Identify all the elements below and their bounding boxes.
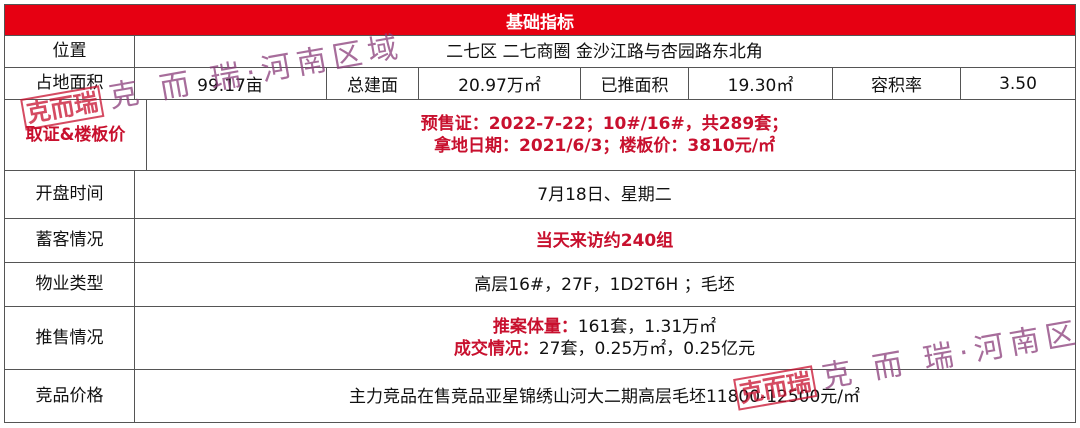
launched-area-label: 已推面积	[581, 68, 689, 99]
permit-line-1: 预售证：2022-7-22；10#/16#，共289套；	[420, 114, 789, 134]
land-area-value: 99.17亩	[134, 68, 327, 99]
competitor-value: 主力竞品在售竞品亚星锦绣山河大二期高层毛坯11800-12500元/㎡	[348, 386, 861, 407]
row-reserve: 蓄客情况 当天来访约240组	[5, 218, 1075, 262]
opening-value: 7月18日、星期二	[537, 184, 672, 205]
launched-area-value: 19.30㎡	[689, 68, 833, 99]
sales-volume-key: 推案体量：	[492, 317, 578, 337]
row-sales: 推售情况 推案体量：161套，1.31万㎡ 成交情况：27套，0.25万㎡，0.…	[5, 306, 1075, 369]
row-land: 占地面积 99.17亩 总建面 20.97万㎡ 已推面积 19.30㎡ 容积率 …	[5, 67, 1075, 99]
table-header: 基础指标	[5, 5, 1075, 35]
reserve-label: 蓄客情况	[5, 219, 135, 262]
sales-volume-line: 推案体量：161套，1.31万㎡	[493, 316, 716, 338]
sales-deal-line: 成交情况：27套，0.25万㎡，0.25亿元	[454, 338, 755, 360]
table-title: 基础指标	[506, 12, 574, 33]
gfa-label: 总建面	[327, 68, 419, 99]
far-value: 3.50	[999, 73, 1037, 94]
row-opening: 开盘时间 7月18日、星期二	[5, 170, 1075, 218]
property-type-label: 物业类型	[5, 263, 135, 306]
location-label: 位置	[5, 36, 135, 67]
row-location: 位置 二七区 二七商圈 金沙江路与杏园路东北角	[5, 35, 1075, 67]
location-value: 二七区 二七商圈 金沙江路与杏园路东北角	[446, 41, 763, 62]
reserve-value: 当天来访约240组	[535, 230, 674, 251]
gfa-value: 20.97万㎡	[419, 68, 581, 99]
permit-line-2: 拿地日期：2021/6/3；楼板价：3810元/㎡	[434, 136, 775, 156]
opening-label: 开盘时间	[5, 171, 135, 218]
permit-value: 预售证：2022-7-22；10#/16#，共289套； 拿地日期：2021/6…	[134, 100, 1075, 170]
property-type-value: 高层16#，27F，1D2T6H ；毛坯	[474, 274, 735, 295]
row-permit: 取证&楼板价 预售证：2022-7-22；10#/16#，共289套； 拿地日期…	[5, 99, 1075, 170]
permit-label: 取证&楼板价	[5, 100, 147, 170]
basic-indicators-table: 基础指标 位置 二七区 二七商圈 金沙江路与杏园路东北角 占地面积 99.17亩…	[4, 4, 1076, 423]
sales-label: 推售情况	[5, 307, 135, 369]
row-competitor: 竞品价格 主力竞品在售竞品亚星锦绣山河大二期高层毛坯11800-12500元/㎡	[5, 369, 1075, 423]
land-area-label: 占地面积	[5, 68, 135, 99]
competitor-label: 竞品价格	[5, 370, 135, 423]
far-label: 容积率	[833, 68, 961, 99]
sales-deal-value: 27套，0.25万㎡，0.25亿元	[538, 339, 756, 359]
sales-volume-value: 161套，1.31万㎡	[577, 317, 717, 337]
row-property: 物业类型 高层16#，27F，1D2T6H ；毛坯	[5, 262, 1075, 306]
sales-value: 推案体量：161套，1.31万㎡ 成交情况：27套，0.25万㎡，0.25亿元	[134, 307, 1075, 369]
sales-deal-key: 成交情况：	[453, 339, 539, 359]
